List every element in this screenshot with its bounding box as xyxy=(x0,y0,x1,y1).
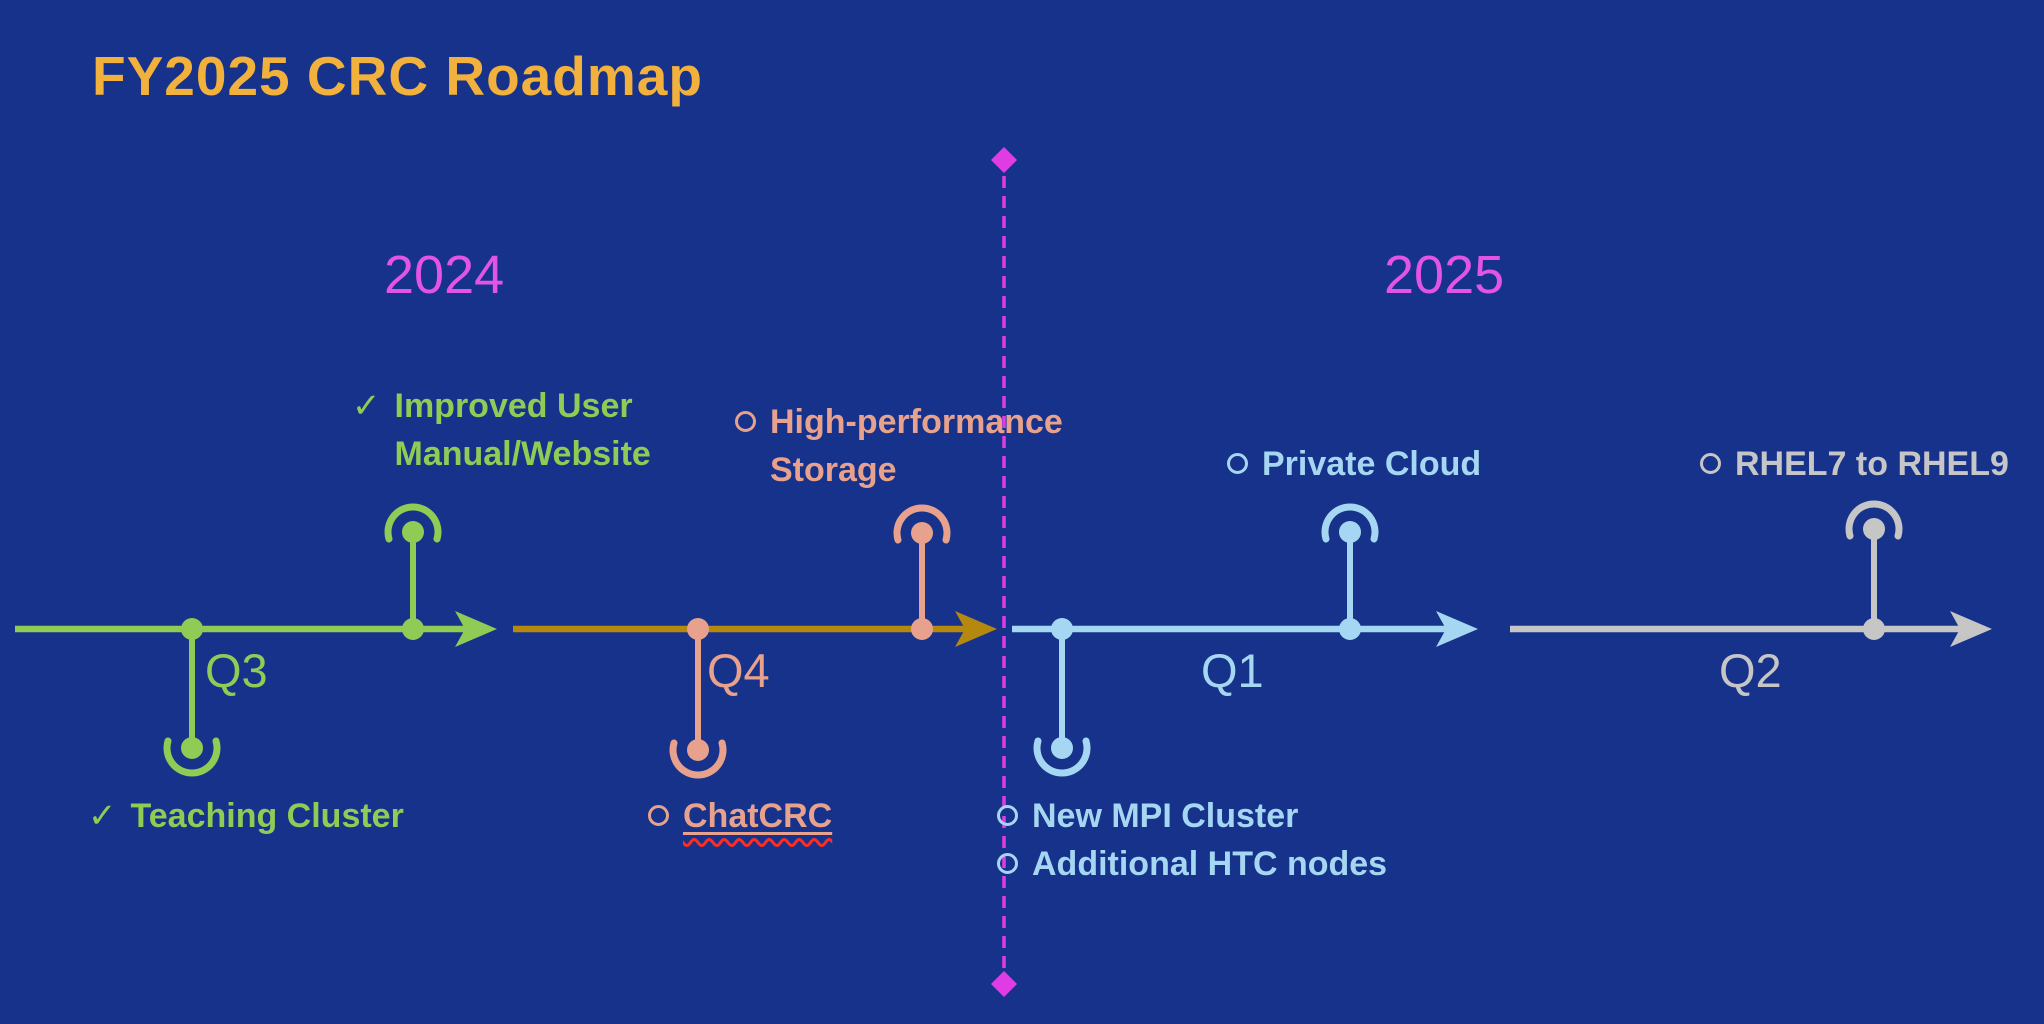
milestone-label: Teaching Cluster xyxy=(130,797,404,835)
quarter-label-q4: Q4 xyxy=(707,644,770,697)
check-icon: ✓ xyxy=(352,387,381,425)
year-label-2024: 2024 xyxy=(384,245,505,305)
marker-chatcrc-down xyxy=(669,629,727,779)
year-label-2025: 2025 xyxy=(1384,245,1505,305)
timeline-segment-q2 xyxy=(1510,500,1992,647)
page-title: FY2025 CRC Roadmap xyxy=(92,45,703,107)
circle-bullet-icon xyxy=(997,853,1018,874)
circle-bullet-icon xyxy=(997,805,1018,826)
marker-mpi-htc-down xyxy=(1033,629,1091,777)
marker-teaching-cluster-down xyxy=(163,629,221,777)
milestone-new-mpi-cluster: New MPI Cluster xyxy=(997,792,1298,840)
timeline-segment-q1 xyxy=(1012,503,1478,777)
timeline-segment-q3 xyxy=(15,503,497,777)
milestone-additional-htc-nodes: Additional HTC nodes xyxy=(997,840,1387,888)
milestone-label: New MPI Cluster xyxy=(1032,797,1299,835)
milestone-label: ChatCRC xyxy=(683,797,833,835)
diamond-icon xyxy=(991,147,1017,173)
milestone-improved-user-manual: ✓ Improved User Manual/Website xyxy=(352,382,675,478)
marker-rhel-up xyxy=(1845,500,1903,629)
milestone-label: Additional HTC nodes xyxy=(1032,845,1388,883)
quarter-label-q3: Q3 xyxy=(205,644,268,697)
milestone-label: RHEL7 to RHEL9 xyxy=(1735,445,2009,483)
circle-bullet-icon xyxy=(648,805,669,826)
marker-storage-up xyxy=(893,504,951,629)
milestone-label: Improved User Manual/Website xyxy=(394,387,651,473)
milestone-chatcrc: ChatCRC xyxy=(648,792,832,840)
marker-private-cloud-up xyxy=(1321,503,1379,629)
arrowhead-q1 xyxy=(1436,611,1478,647)
timeline-segment-q4 xyxy=(513,504,997,779)
diamond-icon xyxy=(991,971,1017,997)
quarter-label-q1: Q1 xyxy=(1201,644,1264,697)
circle-bullet-icon xyxy=(1700,453,1721,474)
circle-bullet-icon xyxy=(735,411,756,432)
circle-bullet-icon xyxy=(1227,453,1248,474)
quarter-label-q2: Q2 xyxy=(1719,644,1782,697)
milestone-high-performance-storage: High-performance Storage xyxy=(735,398,1100,494)
milestone-rhel7-to-rhel9: RHEL7 to RHEL9 xyxy=(1700,440,2009,488)
marker-improved-user-manual-up xyxy=(384,503,442,629)
arrowhead-q3 xyxy=(455,611,497,647)
check-icon: ✓ xyxy=(88,797,117,835)
milestone-label: High-performance Storage xyxy=(770,403,1063,489)
milestone-teaching-cluster: ✓ Teaching Cluster xyxy=(88,792,404,840)
milestone-label: Private Cloud xyxy=(1262,445,1482,483)
arrowhead-q4 xyxy=(955,611,997,647)
arrowhead-q2 xyxy=(1950,611,1992,647)
fiscal-year-divider xyxy=(991,147,1017,997)
milestone-private-cloud: Private Cloud xyxy=(1227,440,1481,488)
